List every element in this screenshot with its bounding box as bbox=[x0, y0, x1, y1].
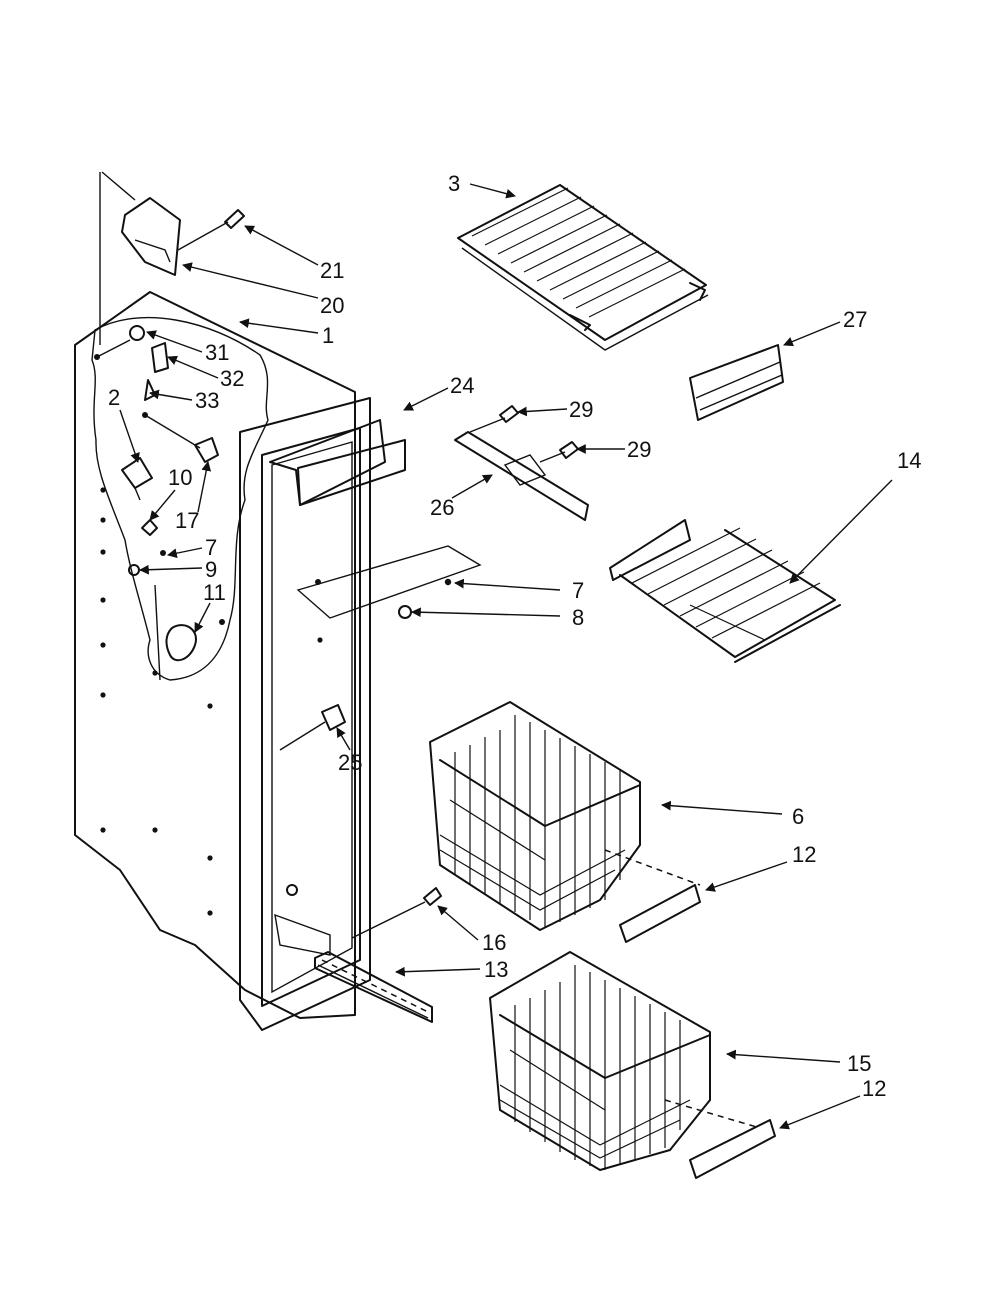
shelf-14-wires bbox=[631, 527, 821, 641]
label-part-12-upper: 12 bbox=[792, 842, 816, 867]
screw-part-16 bbox=[351, 887, 442, 939]
label-part-14: 14 bbox=[897, 448, 921, 473]
label-part-24: 24 bbox=[450, 373, 474, 398]
control-cluster-parts bbox=[94, 325, 225, 662]
label-part-27: 27 bbox=[843, 307, 867, 332]
label-part-2: 2 bbox=[108, 385, 120, 410]
label-part-21: 21 bbox=[320, 258, 344, 283]
bracket-part-20 bbox=[101, 171, 181, 276]
label-part-6: 6 bbox=[792, 804, 804, 829]
trim-strip-part-24 bbox=[297, 439, 406, 506]
grille-part-13 bbox=[286, 884, 433, 1023]
callout-leaders bbox=[119, 183, 893, 1130]
label-part-32: 32 bbox=[220, 366, 244, 391]
panel-plate bbox=[296, 545, 482, 619]
basket-clip-part-12-upper bbox=[619, 884, 701, 943]
label-part-7-right: 7 bbox=[572, 578, 584, 603]
wire-basket-part-6 bbox=[429, 701, 701, 931]
label-part-11: 11 bbox=[203, 580, 226, 605]
wire-basket-part-15 bbox=[489, 951, 761, 1171]
label-part-26: 26 bbox=[430, 495, 454, 520]
label-part-3: 3 bbox=[448, 171, 460, 196]
basket-6-horizontals bbox=[439, 799, 626, 911]
label-part-9: 9 bbox=[205, 557, 217, 582]
bracket-part-26 bbox=[454, 405, 589, 521]
label-part-33: 33 bbox=[195, 388, 219, 413]
label-part-13: 13 bbox=[484, 957, 508, 982]
part-number-labels: 21 20 1 31 32 33 2 10 17 7 9 11 24 3 27 … bbox=[108, 171, 921, 1101]
freezer-liner-part bbox=[74, 172, 386, 1031]
liner-screw-holes bbox=[100, 487, 323, 916]
label-part-25: 25 bbox=[338, 750, 362, 775]
label-part-15: 15 bbox=[847, 1051, 871, 1076]
basket-15-horizontals bbox=[499, 1049, 691, 1159]
basket-15-verticals bbox=[514, 965, 681, 1170]
label-part-16: 16 bbox=[482, 930, 506, 955]
cover-part-27 bbox=[689, 344, 784, 421]
screw-part-21 bbox=[177, 209, 245, 251]
label-part-8: 8 bbox=[572, 605, 584, 630]
label-part-1: 1 bbox=[322, 323, 334, 348]
wire-shelf-part-3 bbox=[457, 184, 709, 351]
wire-shelf-part-14 bbox=[609, 519, 841, 663]
light-socket-part-25 bbox=[279, 704, 346, 751]
label-part-20: 20 bbox=[320, 293, 344, 318]
label-part-29-upper: 29 bbox=[569, 397, 593, 422]
label-part-31: 31 bbox=[205, 340, 229, 365]
label-part-10: 10 bbox=[168, 465, 192, 490]
label-part-17: 17 bbox=[175, 508, 199, 533]
label-part-29-lower: 29 bbox=[627, 437, 651, 462]
label-part-7-left: 7 bbox=[205, 535, 217, 560]
basket-clip-part-12-lower bbox=[689, 1119, 776, 1179]
label-part-12-lower: 12 bbox=[862, 1076, 886, 1101]
basket-6-verticals bbox=[454, 715, 621, 928]
shelf-3-grid bbox=[471, 187, 686, 318]
